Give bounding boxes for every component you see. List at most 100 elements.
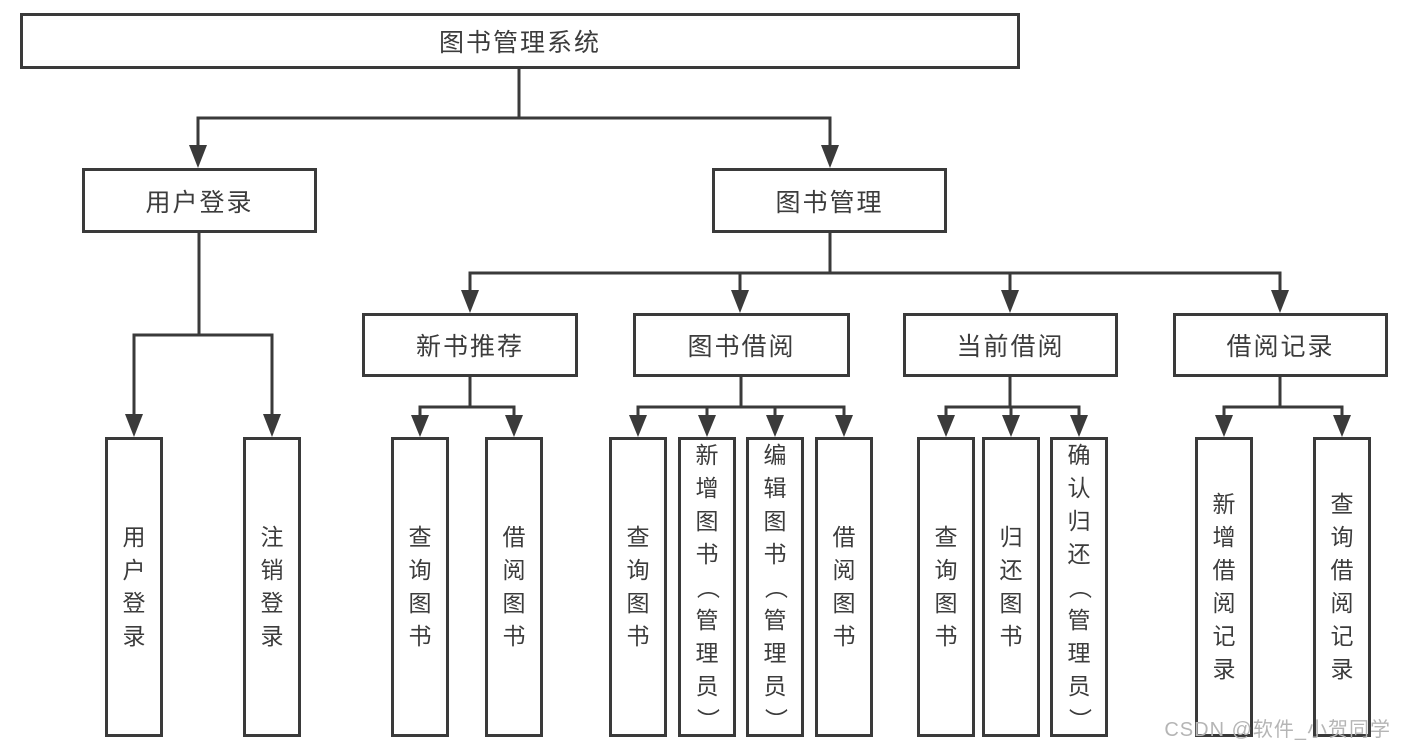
leaf-label-char: 记 bbox=[1212, 623, 1236, 649]
leaf-label-char: 增 bbox=[1212, 524, 1236, 550]
leaf-label-char: 阅 bbox=[832, 557, 856, 583]
leaf-label-char: 图 bbox=[763, 507, 787, 534]
node-current-borrow: 当前借阅 bbox=[903, 313, 1118, 377]
node-new-book-recommend: 新书推荐 bbox=[362, 313, 578, 377]
leaf-label-char: 录 bbox=[1212, 656, 1236, 682]
leaf-label-char: 书 bbox=[763, 540, 787, 567]
leaf-label-char: 登 bbox=[260, 590, 284, 616]
leaf-label-char: 录 bbox=[260, 623, 284, 649]
leaf-confirm-return-admin: 确认归还 （ 管理员 ） bbox=[1050, 437, 1108, 737]
leaf-query-books-recommend: 查询图书 bbox=[391, 437, 449, 737]
leaf-label-char: 阅 bbox=[502, 557, 526, 583]
leaf-label-char: 查 bbox=[626, 524, 650, 550]
leaf-label-char: 新 bbox=[1212, 491, 1236, 517]
leaf-label-char: 管 bbox=[695, 606, 719, 633]
leaf-label-char: 编 bbox=[763, 441, 787, 468]
node-label: 借阅记录 bbox=[1226, 333, 1335, 361]
leaf-label-char: ） bbox=[1066, 707, 1093, 731]
leaf-label-char: 销 bbox=[260, 557, 284, 583]
node-user-login: 用户登录 bbox=[82, 168, 317, 233]
leaf-label-char: 图 bbox=[832, 590, 856, 616]
leaf-label-char: ） bbox=[762, 707, 789, 731]
leaf-label-char: 归 bbox=[1067, 507, 1091, 534]
node-borrow-records: 借阅记录 bbox=[1173, 313, 1388, 377]
leaf-label-char: （ bbox=[762, 575, 789, 599]
leaf-label-char: 增 bbox=[695, 474, 719, 501]
leaf-add-borrow-record: 新增借阅记录 bbox=[1195, 437, 1253, 737]
leaf-user-login: 用户登录 bbox=[105, 437, 163, 737]
leaf-label-char: 图 bbox=[502, 590, 526, 616]
leaf-label-char: 查 bbox=[934, 524, 958, 550]
leaf-label-char: 书 bbox=[934, 623, 958, 649]
node-label: 图书管理 bbox=[775, 188, 884, 217]
leaf-query-books-current: 查询图书 bbox=[917, 437, 975, 737]
leaf-borrow-books-recommend: 借阅图书 bbox=[485, 437, 543, 737]
leaf-label-char: 书 bbox=[408, 623, 432, 649]
leaf-label-char: 认 bbox=[1067, 474, 1091, 501]
leaf-label-char: 借 bbox=[1330, 557, 1354, 583]
leaf-label-char: 书 bbox=[502, 623, 526, 649]
leaf-label-char: 阅 bbox=[1212, 590, 1236, 616]
leaf-label-char: 书 bbox=[999, 623, 1023, 649]
leaf-label-char: 借 bbox=[832, 524, 856, 550]
leaf-label-char: 员 bbox=[1067, 672, 1091, 699]
node-label: 图书借阅 bbox=[687, 333, 796, 361]
csdn-watermark: CSDN @软件_小贺同学 bbox=[1164, 719, 1391, 741]
leaf-label-char: 图 bbox=[999, 590, 1023, 616]
leaf-label-char: 辑 bbox=[763, 474, 787, 501]
leaf-label-char: 理 bbox=[1067, 639, 1091, 666]
leaf-logout: 注销登录 bbox=[243, 437, 301, 737]
leaf-label-char: 借 bbox=[502, 524, 526, 550]
leaf-label-char: 理 bbox=[695, 639, 719, 666]
leaf-label-char: （ bbox=[694, 575, 721, 599]
node-label: 图书管理系统 bbox=[438, 29, 601, 57]
leaf-label-char: 注 bbox=[260, 524, 284, 550]
leaf-label-char: 书 bbox=[626, 623, 650, 649]
node-library-management-system: 图书管理系统 bbox=[20, 13, 1020, 69]
leaf-label-char: 图 bbox=[934, 590, 958, 616]
node-label: 当前借阅 bbox=[956, 333, 1065, 361]
leaf-edit-books-admin: 编辑图书 （ 管理员 ） bbox=[746, 437, 804, 737]
leaf-label-char: （ bbox=[1066, 575, 1093, 599]
leaf-label-char: 询 bbox=[408, 557, 432, 583]
leaf-label-char: 查 bbox=[1330, 491, 1354, 517]
leaf-label-char: 员 bbox=[695, 672, 719, 699]
leaf-return-books: 归还图书 bbox=[982, 437, 1040, 737]
leaf-label-char: 阅 bbox=[1330, 590, 1354, 616]
leaf-label-char: 员 bbox=[763, 672, 787, 699]
node-label: 用户登录 bbox=[145, 188, 254, 217]
node-book-management: 图书管理 bbox=[712, 168, 947, 233]
leaf-label-char: ） bbox=[694, 707, 721, 731]
leaf-label-char: 管 bbox=[1067, 606, 1091, 633]
leaf-label-char: 理 bbox=[763, 639, 787, 666]
leaf-label-char: 归 bbox=[999, 524, 1023, 550]
leaf-label-char: 询 bbox=[1330, 524, 1354, 550]
leaf-label-char: 录 bbox=[1330, 656, 1354, 682]
leaf-label-char: 录 bbox=[122, 623, 146, 649]
leaf-label-char: 记 bbox=[1330, 623, 1354, 649]
leaf-label-char: 还 bbox=[1067, 540, 1091, 567]
leaf-label-char: 还 bbox=[999, 557, 1023, 583]
leaf-label-char: 图 bbox=[626, 590, 650, 616]
leaf-label-char: 确 bbox=[1067, 441, 1091, 468]
leaf-label-char: 图 bbox=[695, 507, 719, 534]
leaf-label-char: 书 bbox=[695, 540, 719, 567]
leaf-query-borrow-record: 查询借阅记录 bbox=[1313, 437, 1371, 737]
leaf-label-char: 管 bbox=[763, 606, 787, 633]
leaf-add-books-admin: 新增图书 （ 管理员 ） bbox=[678, 437, 736, 737]
leaf-label-char: 图 bbox=[408, 590, 432, 616]
leaf-label-char: 户 bbox=[122, 557, 146, 583]
leaf-label-char: 新 bbox=[695, 441, 719, 468]
leaf-borrow-books: 借阅图书 bbox=[815, 437, 873, 737]
leaf-label-char: 书 bbox=[832, 623, 856, 649]
leaf-label-char: 登 bbox=[122, 590, 146, 616]
leaf-query-books-borrow: 查询图书 bbox=[609, 437, 667, 737]
node-book-borrow: 图书借阅 bbox=[633, 313, 850, 377]
leaf-label-char: 查 bbox=[408, 524, 432, 550]
leaf-label-char: 询 bbox=[626, 557, 650, 583]
leaf-label-char: 询 bbox=[934, 557, 958, 583]
leaf-label-char: 用 bbox=[122, 524, 146, 550]
leaf-label-char: 借 bbox=[1212, 557, 1236, 583]
